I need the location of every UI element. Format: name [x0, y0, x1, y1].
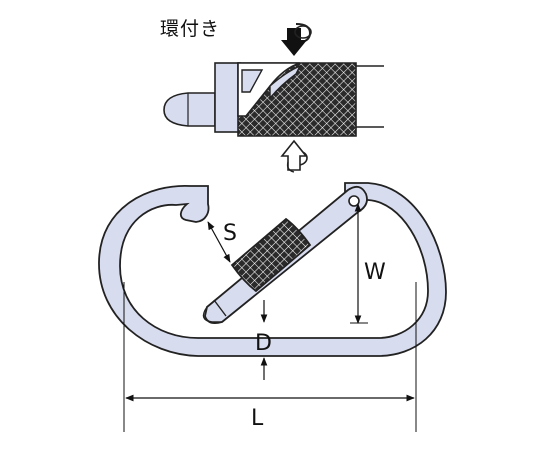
dimension-lines	[123, 203, 417, 432]
carabiner-frame	[98, 182, 447, 357]
locking-sleeve	[230, 217, 312, 293]
rotate-arrow-down-icon	[281, 23, 312, 56]
figure-title: 環付き	[160, 18, 221, 40]
label-s: S	[223, 221, 237, 246]
label-w: W	[364, 260, 386, 285]
label-l: L	[251, 406, 264, 431]
dim-s-line	[207, 221, 231, 263]
gate-nose	[163, 92, 216, 127]
sleeve-body	[214, 62, 241, 133]
sleeve-detail	[163, 23, 384, 173]
rotate-arrow-up-icon	[280, 139, 308, 173]
label-d: D	[255, 331, 272, 356]
carabiner	[98, 182, 447, 357]
